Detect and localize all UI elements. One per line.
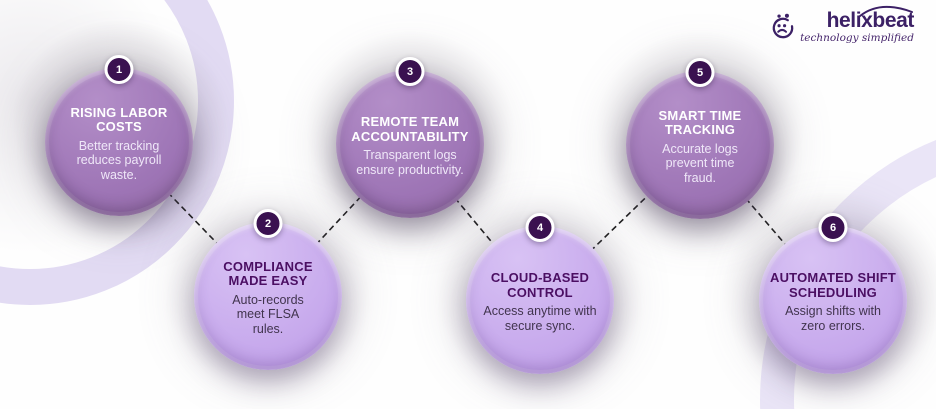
step-number-badge: 6 [818,213,848,242]
step-number-badge: 5 [685,58,715,87]
helixbeat-logo-icon [772,13,794,39]
step-number: 3 [406,65,414,78]
step-number-badge: 4 [525,213,555,242]
step-number: 6 [829,221,837,234]
logo-wordmark: helixbeat [827,5,914,32]
step-title: COMPLIANCE MADE EASY [223,258,313,289]
logo-tagline: technology simplified [800,32,914,45]
step-circle-5: 5 SMART TIME TRACKING Accurate logs prev… [626,58,774,219]
step-circle-1: 1 RISING LABOR COSTS Better tracking red… [45,55,193,216]
step-number-badge: 1 [104,55,134,84]
step-number: 4 [536,221,544,234]
step-number: 2 [264,217,272,230]
step-circle-3: 3 REMOTE TEAM ACCOUNTABILITY Transparent… [336,57,484,218]
step-title: RISING LABOR COSTS [70,104,168,135]
step-number: 5 [696,66,704,79]
step-number-badge: 2 [253,209,283,238]
step-description: Assign shifts with zero errors. [785,304,881,333]
step-description: Accurate logs prevent time fraud. [662,141,738,185]
step-title: CLOUD-BASED CONTROL [490,269,590,300]
step-description: Access anytime with secure sync. [483,304,597,333]
step-number: 1 [115,63,123,76]
step-circle-4: 4 CLOUD-BASED CONTROL Access anytime wit… [466,213,614,374]
step-title: AUTOMATED SHIFT SCHEDULING [769,269,896,300]
step-description: Transparent logs ensure productivity. [356,148,464,177]
helixbeat-logo: helixbeat technology simplified [769,5,914,45]
step-description: Better tracking reduces payroll waste. [76,138,162,182]
step-circle-6: 6 AUTOMATED SHIFT SCHEDULING Assign shif… [759,213,907,374]
step-description: Auto-records meet FLSA rules. [232,292,304,336]
step-number-badge: 3 [395,57,425,86]
logo-swoosh [859,5,913,17]
step-title: SMART TIME TRACKING [658,107,742,138]
step-circle-2: 2 COMPLIANCE MADE EASY Auto-records meet… [194,209,342,370]
step-title: REMOTE TEAM ACCOUNTABILITY [351,113,469,144]
